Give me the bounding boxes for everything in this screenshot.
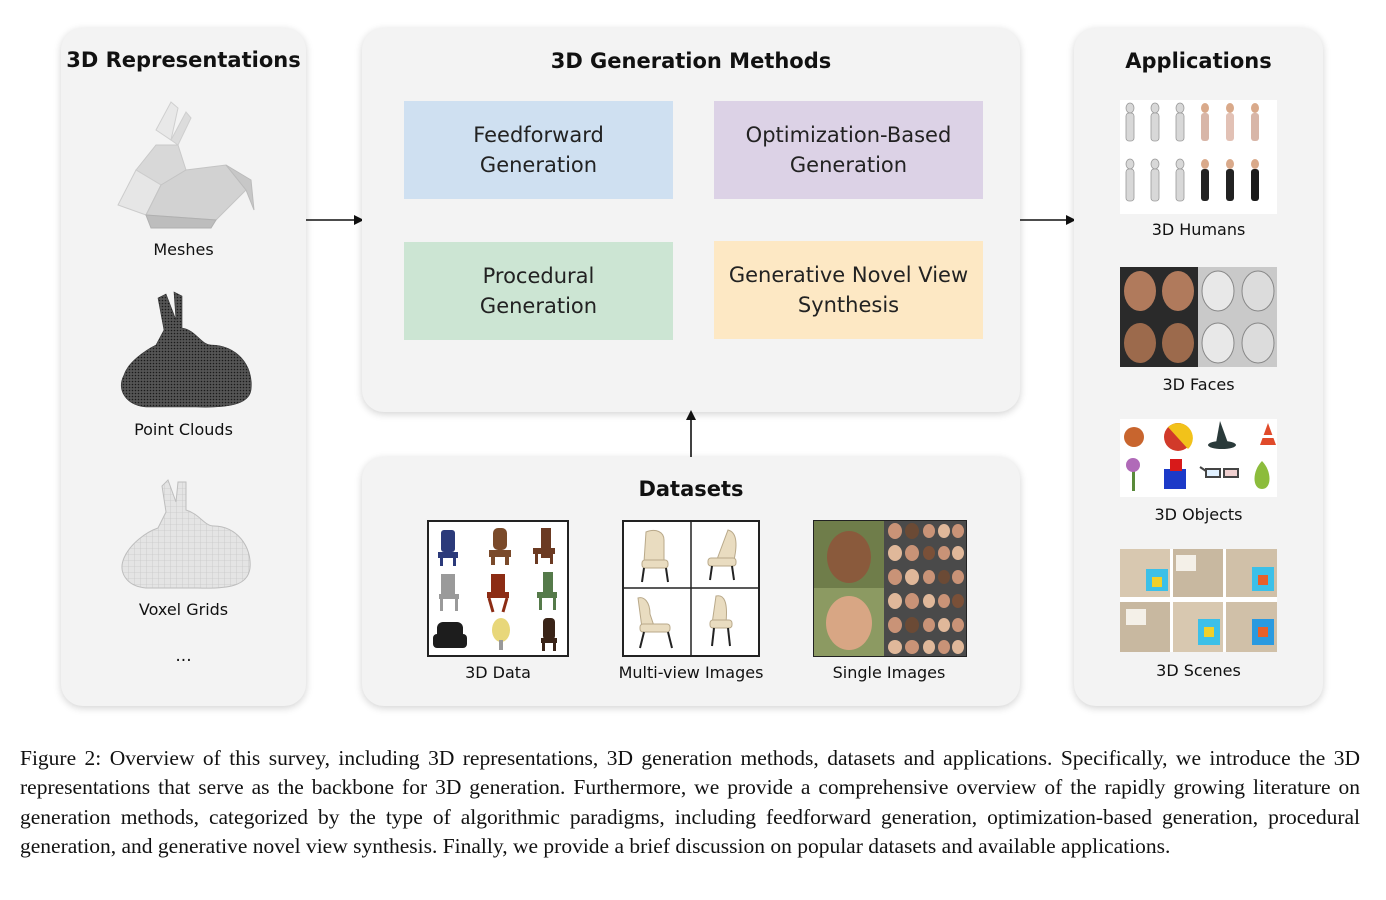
arrow-representations-to-methods <box>306 215 364 225</box>
method-feedforward-line2: Generation <box>479 153 598 177</box>
applications-title: Applications <box>1125 49 1272 73</box>
methods-title: 3D Generation Methods <box>550 49 832 73</box>
app-label-3d-scenes: 3D Scenes <box>1156 661 1241 680</box>
app-label-3d-objects: 3D Objects <box>1154 505 1243 524</box>
figure-caption: Figure 2: Overview of this survey, inclu… <box>20 746 1360 858</box>
method-procedural-line2: Generation <box>479 294 598 318</box>
app-label-3d-humans: 3D Humans <box>1151 220 1246 239</box>
app-3d-faces-image <box>1120 267 1277 367</box>
method-optimization-line1: Optimization-Based <box>745 123 952 147</box>
datasets-panel: Datasets 3D Data Multi- <box>362 457 1020 706</box>
dataset-single-images-image <box>813 520 967 657</box>
representations-title: 3D Representations <box>66 48 301 72</box>
rep-label-voxel-grids: Voxel Grids <box>138 600 229 619</box>
method-procedural-line1: Procedural <box>482 264 595 288</box>
app-3d-humans-image <box>1120 100 1277 214</box>
app-3d-objects-image <box>1120 419 1277 497</box>
method-gnvs-line2: Synthesis <box>797 293 900 317</box>
point-cloud-bunny-image <box>120 291 252 408</box>
app-label-3d-faces: 3D Faces <box>1162 375 1235 394</box>
mesh-bunny-image <box>117 101 255 229</box>
rep-label-meshes: Meshes <box>153 240 214 259</box>
method-optimization-line2: Generation <box>789 153 908 177</box>
dataset-label-3d-data: 3D Data <box>465 663 531 682</box>
dataset-3d-data-image <box>427 520 569 657</box>
voxel-bunny-image <box>121 479 251 589</box>
representations-panel: 3D Representations Meshes Point Clouds <box>61 28 306 706</box>
dataset-multi-view-image <box>622 520 760 657</box>
method-gnvs-line1: Generative Novel View <box>728 263 969 287</box>
method-feedforward-line1: Feedforward <box>473 123 604 147</box>
arrow-datasets-to-methods <box>686 410 696 458</box>
dataset-label-multi-view-images: Multi-view Images <box>618 663 764 682</box>
datasets-title: Datasets <box>638 477 744 501</box>
applications-panel: Applications 3D Humans <box>1074 28 1323 706</box>
rep-ellipsis: ... <box>175 646 192 666</box>
app-3d-scenes-image <box>1120 549 1277 652</box>
dataset-label-single-images: Single Images <box>832 663 946 682</box>
arrow-methods-to-applications <box>1020 215 1076 225</box>
rep-label-point-clouds: Point Clouds <box>134 420 233 439</box>
